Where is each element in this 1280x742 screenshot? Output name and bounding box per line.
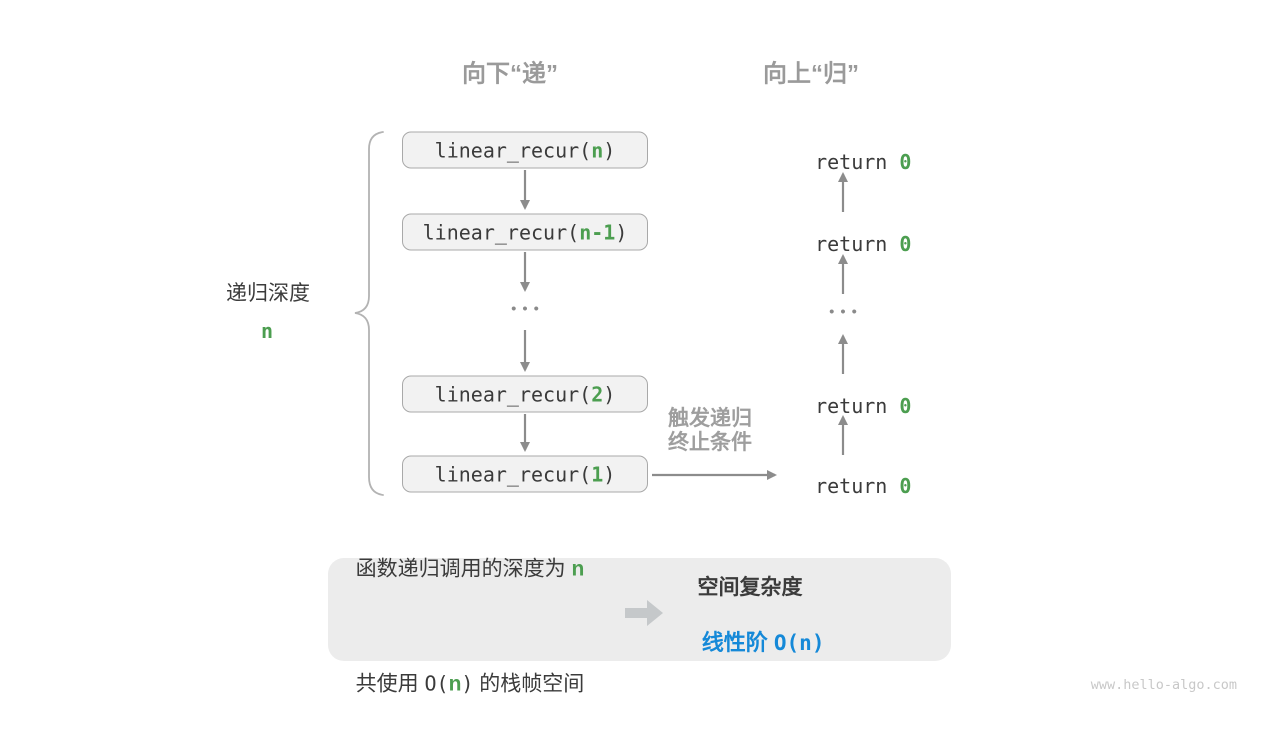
call-box-2: linear_recur(2): [402, 375, 648, 413]
summary-line-1: 函数递归调用的深度为 n: [356, 551, 585, 589]
summary-line1-text: 函数递归调用的深度为: [355, 557, 572, 581]
space-complexity-title: 空间复杂度: [697, 576, 803, 599]
depth-label: 递归深度: [226, 282, 310, 305]
call-box-1: linear_recur(1): [402, 455, 648, 493]
summary-line2-suffix: 的栈帧空间: [473, 672, 585, 696]
call-box-n-1-arg: n-1: [579, 220, 616, 244]
summary-line2-text: 共使用: [355, 672, 425, 696]
trigger-condition-label: 触发递归 终止条件: [668, 407, 752, 455]
recursion-space-complexity-diagram: { "colors": { "green": "#4c9e50", "blue"…: [226, 60, 1237, 696]
trigger-condition-line1: 触发递归: [668, 407, 752, 430]
summary-line2-code-close: ): [461, 671, 474, 696]
call-box-n-suffix: ): [603, 138, 616, 162]
call-box-1-arg: 1: [591, 462, 604, 486]
call-box-n-arg: n: [591, 138, 604, 162]
header-upward-phase: 向上“归”: [763, 60, 859, 88]
implies-arrow-icon: [625, 600, 663, 626]
summary-line-2: 共使用 O(n) 的栈帧空间: [356, 665, 585, 704]
return-row-3-text: return: [815, 394, 900, 418]
return-row-3-value: 0: [899, 394, 912, 418]
call-box-2-prefix: linear_recur(: [434, 382, 592, 406]
return-ellipsis: •••: [829, 303, 863, 321]
return-row-2-text: return: [815, 232, 900, 256]
call-box-n: linear_recur(n): [402, 131, 648, 169]
return-row-1-text: return: [815, 150, 900, 174]
return-row-2-value: 0: [899, 232, 912, 256]
call-stack-ellipsis: •••: [511, 300, 545, 318]
depth-brace: [354, 131, 384, 496]
header-downward-phase: 向下“递”: [462, 60, 558, 88]
return-row-1-value: 0: [899, 150, 912, 174]
return-row-4-value: 0: [899, 474, 912, 498]
return-row-4: return 0: [791, 450, 911, 498]
call-box-2-suffix: ): [603, 382, 616, 406]
return-row-3: return 0: [791, 370, 911, 418]
call-box-2-arg: 2: [591, 382, 604, 406]
return-row-4-text: return: [815, 474, 900, 498]
call-box-n-1-prefix: linear_recur(: [422, 220, 580, 244]
space-complexity-result: 线性阶 O(n): [690, 599, 825, 657]
call-box-1-suffix: ): [603, 462, 616, 486]
call-box-1-prefix: linear_recur(: [434, 462, 592, 486]
return-row-1: return 0: [791, 126, 911, 174]
space-complexity-order: 线性阶: [701, 630, 774, 655]
summary-line1-value: n: [571, 557, 585, 581]
trigger-condition-line2: 终止条件: [668, 431, 752, 454]
summary-left-text: 函数递归调用的深度为 n 共使用 O(n) 的栈帧空间: [356, 475, 585, 742]
watermark: www.hello-algo.com: [1090, 677, 1237, 693]
space-complexity-notation: O(n): [773, 631, 825, 655]
call-box-n-prefix: linear_recur(: [434, 138, 592, 162]
depth-value: n: [260, 319, 274, 343]
summary-line2-value: n: [448, 672, 462, 696]
return-row-2: return 0: [791, 208, 911, 256]
call-box-n-1: linear_recur(n-1): [402, 213, 648, 251]
summary-line2-code-open: O(: [424, 671, 449, 696]
call-box-n-1-suffix: ): [615, 220, 628, 244]
